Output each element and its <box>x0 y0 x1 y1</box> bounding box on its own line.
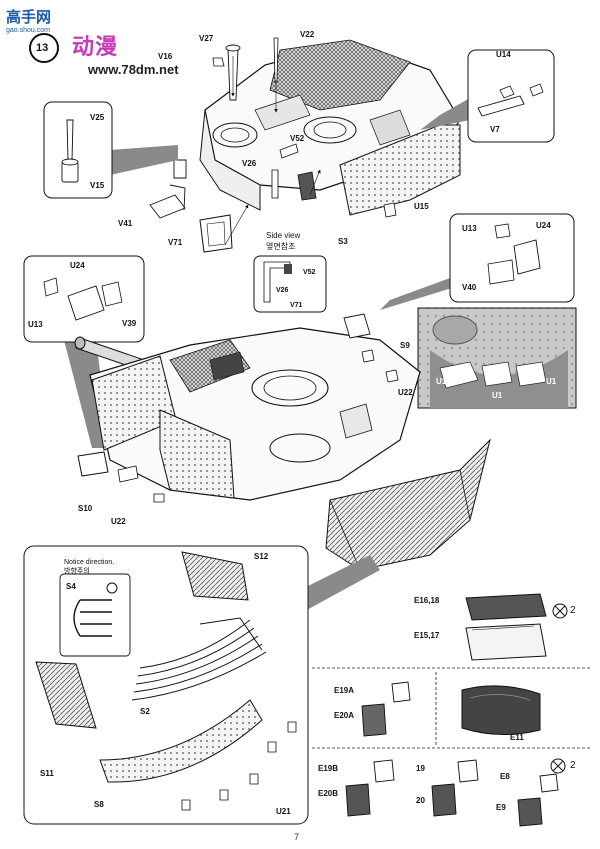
label-u22-left: U22 <box>111 517 126 526</box>
callout-u24-u13-v39 <box>23 255 145 448</box>
side-view-part-v52: V52 <box>303 269 316 276</box>
callout-v25-v15 <box>43 101 178 199</box>
label-s3: S3 <box>338 237 348 246</box>
label-s8: S8 <box>94 800 104 809</box>
reference-photo <box>417 307 577 409</box>
watermark-subtitle: gao.shou.com <box>6 27 50 34</box>
notice-part-s4: S4 <box>66 582 76 591</box>
side-view-box <box>253 255 327 313</box>
watermark-brand: 动漫 <box>72 35 119 60</box>
label-e9: E9 <box>496 803 506 812</box>
side-view-title-korean: 옆면참조 <box>266 242 296 251</box>
label-u13-left: U13 <box>28 320 43 329</box>
label-e20b: E20B <box>318 789 339 798</box>
photo-label-u1-left: U1 <box>436 377 447 386</box>
label-e15-17: E15,17 <box>414 631 440 640</box>
photo-label-u1-mid: U1 <box>492 391 503 400</box>
notice-text: Notice direction. <box>64 559 115 566</box>
side-view-title: Side view <box>266 231 301 240</box>
label-u22-right: U22 <box>398 388 413 397</box>
watermark-url: www.78dm.net <box>88 62 179 77</box>
label-v40: V40 <box>462 283 477 292</box>
watermark-title: 高手网 <box>6 8 52 26</box>
label-e16-18: E16,18 <box>414 596 440 605</box>
page-number: 7 <box>294 832 300 842</box>
step-badge <box>29 33 59 63</box>
label-s11: S11 <box>40 769 54 778</box>
label-u13-right: U13 <box>462 224 477 233</box>
label-e19a: E19A <box>334 686 355 695</box>
label-v27: V27 <box>199 34 214 43</box>
label-19: 19 <box>416 764 425 773</box>
callout-u14-v7 <box>420 49 555 143</box>
label-v39: V39 <box>122 319 137 328</box>
label-u24-right: U24 <box>536 221 551 230</box>
notice-text-korean: 방향주의 <box>64 567 90 575</box>
label-v25: V25 <box>90 113 105 122</box>
label-v15: V15 <box>90 181 105 190</box>
label-v16: V16 <box>158 52 173 61</box>
label-u24-left: U24 <box>70 261 85 270</box>
side-view-part-v26: V26 <box>276 287 289 294</box>
label-v22: V22 <box>300 30 315 39</box>
label-v26: V26 <box>242 159 257 168</box>
label-v7: V7 <box>490 125 500 134</box>
label-s2: S2 <box>140 707 150 716</box>
step-number: 13 <box>36 42 49 54</box>
label-e19b: E19B <box>318 764 339 773</box>
callout-u13-u24-v40 <box>380 213 575 310</box>
label-u21: U21 <box>276 807 291 816</box>
label-e20a: E20A <box>334 711 355 720</box>
label-v52: V52 <box>290 134 305 143</box>
label-20: 20 <box>416 796 425 805</box>
label-v71: V71 <box>168 238 183 247</box>
side-view-part-v71: V71 <box>290 302 303 309</box>
label-s10: S10 <box>78 504 93 513</box>
label-e8: E8 <box>500 772 510 781</box>
rack-detail-box <box>23 545 309 825</box>
label-u14: U14 <box>496 50 511 59</box>
label-e11: E11 <box>510 733 524 742</box>
label-s9: S9 <box>400 341 410 350</box>
label-s12: S12 <box>254 552 269 561</box>
middle-turret-drawing <box>74 313 491 571</box>
multiplier-e16: 2 <box>570 605 576 616</box>
parts-panel-right <box>312 593 590 827</box>
upper-turret-drawing <box>149 37 461 253</box>
label-u15: U15 <box>414 202 429 211</box>
photo-label-u1-right: U1 <box>546 377 557 386</box>
multiplier-e8: 2 <box>570 760 576 771</box>
label-v41: V41 <box>118 219 133 228</box>
